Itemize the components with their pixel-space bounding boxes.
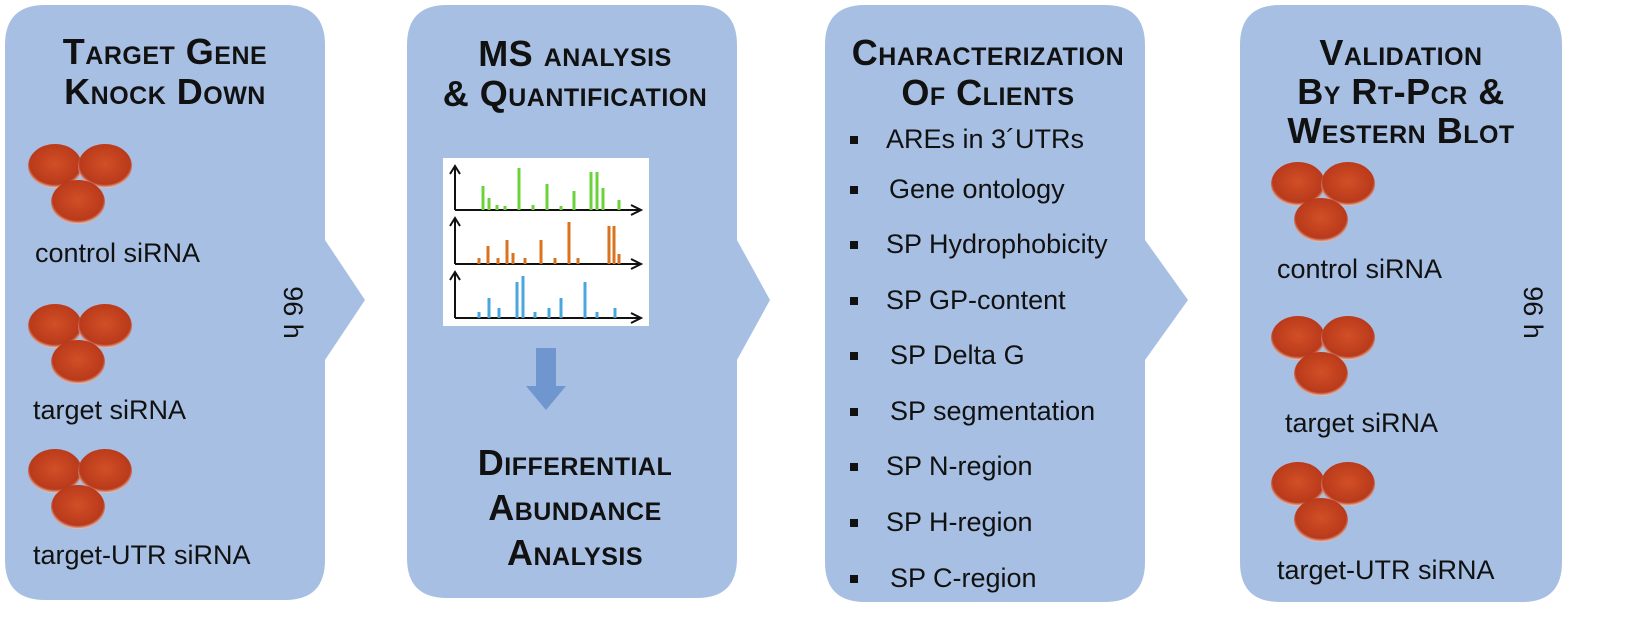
panel-4-sample-target: target siRNA xyxy=(1285,408,1439,438)
panel-3-title: Characterization Of Clients xyxy=(828,33,1148,113)
panel-4-time-label: 96 h xyxy=(1517,286,1548,339)
panel-2-result-line-3: Analysis xyxy=(506,532,644,573)
list-item-text: Gene ontology xyxy=(889,174,1065,204)
panel-2-title: MS analysis & Quantification xyxy=(410,34,740,114)
bullet-icon xyxy=(850,575,858,583)
petri-dish-icon xyxy=(1271,316,1375,396)
panel-4-title-line-2: By Rt-Pcr & xyxy=(1297,71,1505,112)
panel-1-title-line-1: Target Gene xyxy=(62,31,268,72)
panel-4-title-line-1: Validation xyxy=(1319,32,1483,73)
list-item-text: SP GP-content xyxy=(886,285,1066,315)
panel-2-result-line-2: Abundance xyxy=(488,487,662,528)
bullet-icon xyxy=(850,241,858,249)
panel-4-title: Validation By Rt-Pcr & Western Blot xyxy=(1242,33,1560,150)
panel-4-title-line-3: Western Blot xyxy=(1287,110,1515,151)
panel-4-shape xyxy=(1240,5,1562,602)
petri-dish-icon xyxy=(28,144,132,224)
list-item-text: SP N-region xyxy=(886,451,1033,481)
panel-1-sample-target-utr: target-UTR siRNA xyxy=(33,540,251,570)
list-item-text: SP Delta G xyxy=(890,340,1025,370)
panel-1-time-label: 96 h xyxy=(277,286,308,339)
petri-dish-icon xyxy=(1271,462,1375,542)
bullet-icon xyxy=(850,186,858,194)
bullet-icon xyxy=(850,297,858,305)
petri-dish-icon xyxy=(1271,162,1375,242)
panel-1-sample-control: control siRNA xyxy=(35,238,201,268)
list-item-text: SP segmentation xyxy=(890,396,1096,426)
panel-4-sample-target-utr: target-UTR siRNA xyxy=(1277,555,1495,585)
panel-1-title-line-2: Knock Down xyxy=(64,71,266,112)
list-item-text: SP H-region xyxy=(886,507,1033,537)
bullet-icon xyxy=(850,519,858,527)
down-arrow-icon xyxy=(526,348,566,410)
panel-2-title-line-2: & Quantification xyxy=(442,73,708,114)
petri-dish-icon xyxy=(28,449,132,529)
bullet-icon xyxy=(850,408,858,416)
bullet-icon xyxy=(850,463,858,471)
petri-dish-icon xyxy=(28,304,132,384)
panel-3-title-line-1: Characterization xyxy=(851,32,1125,73)
panel-2-result-line-1: Differential xyxy=(477,442,673,483)
list-item-text: SP Hydrophobicity xyxy=(886,229,1108,259)
panel-2-result-title: Differential Abundance Analysis xyxy=(410,440,740,575)
panel-1-title: Target Gene Knock Down xyxy=(20,32,310,112)
list-item-text: SP C-region xyxy=(890,563,1037,593)
panel-3-shape xyxy=(825,5,1188,602)
panel-4-sample-control: control siRNA xyxy=(1277,254,1443,284)
list-item-text: AREs in 3´UTRs xyxy=(886,124,1085,154)
bullet-icon xyxy=(850,136,858,144)
mass-spectrum-icon xyxy=(443,158,649,326)
panel-3-title-line-2: Of Clients xyxy=(901,72,1075,113)
panel-1-sample-target: target siRNA xyxy=(33,395,187,425)
bullet-icon xyxy=(850,352,858,360)
panel-2-title-line-1: MS analysis xyxy=(478,33,672,74)
